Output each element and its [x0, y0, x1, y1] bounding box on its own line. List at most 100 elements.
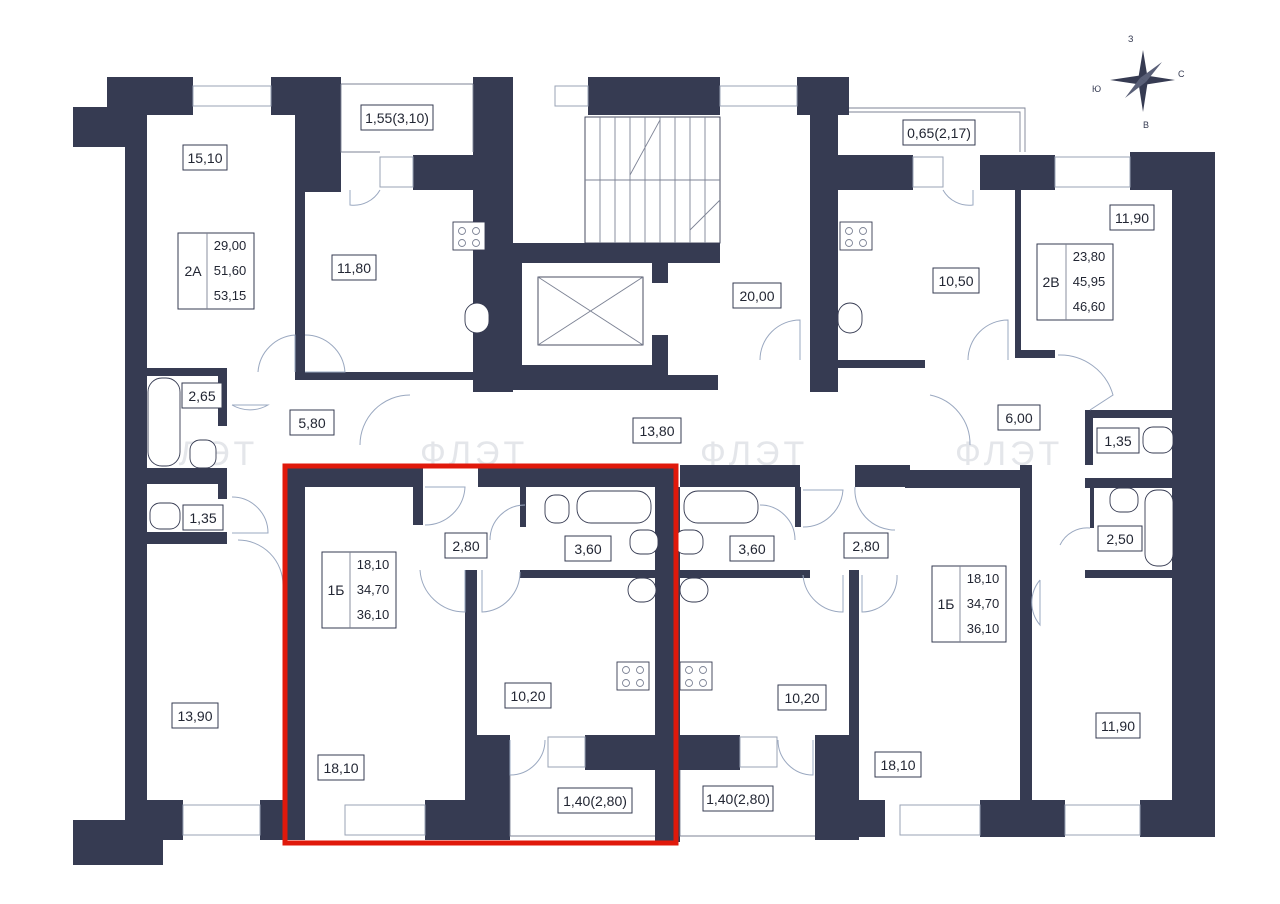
sink-icon: [627, 577, 657, 603]
svg-text:3,60: 3,60: [574, 541, 601, 557]
room-area-label: 5,80: [289, 409, 335, 436]
svg-text:18,10: 18,10: [967, 571, 1000, 586]
svg-text:11,90: 11,90: [1101, 718, 1135, 734]
svg-text:2,50: 2,50: [1106, 531, 1133, 547]
apartment-info-1b-right: 1Б 18,10 34,70 36,10: [931, 565, 1007, 643]
bathtub-icon: [576, 490, 652, 524]
svg-text:0,65(2,17): 0,65(2,17): [907, 125, 971, 141]
svg-text:6,00: 6,00: [1005, 410, 1032, 426]
room-area-label: 3,60: [729, 535, 775, 562]
washbasin-icon: [544, 494, 570, 524]
bathtub-icon: [147, 377, 181, 467]
room-area-label: 11,90: [1109, 204, 1155, 231]
stove-icon: [839, 221, 873, 251]
svg-text:11,80: 11,80: [337, 260, 371, 276]
svg-text:2А: 2А: [184, 263, 202, 279]
svg-text:18,10: 18,10: [357, 557, 390, 572]
svg-text:10,50: 10,50: [938, 273, 973, 289]
svg-text:18,10: 18,10: [880, 757, 915, 773]
svg-text:1,35: 1,35: [189, 510, 216, 526]
apartment-info-1b-left: 1Б 18,10 34,70 36,10: [321, 551, 397, 629]
toilet-icon: [189, 439, 217, 469]
svg-text:1Б: 1Б: [328, 582, 345, 598]
bathtub-icon: [683, 490, 759, 524]
washbasin-icon: [149, 502, 181, 530]
svg-text:1,35: 1,35: [1104, 433, 1131, 449]
svg-text:23,80: 23,80: [1073, 249, 1106, 264]
compass-icon: З С Ю В: [1092, 34, 1185, 130]
svg-text:10,20: 10,20: [784, 690, 819, 706]
svg-text:15,10: 15,10: [187, 150, 222, 166]
room-area-label: 0,65(2,17): [902, 119, 976, 146]
room-area-label: 11,80: [331, 254, 377, 281]
bathtub-icon: [1144, 489, 1174, 567]
svg-text:45,95: 45,95: [1073, 274, 1106, 289]
svg-text:53,15: 53,15: [214, 288, 247, 303]
svg-text:20,00: 20,00: [739, 288, 774, 304]
room-area-label: 10,20: [504, 682, 552, 709]
stove-icon: [679, 661, 713, 691]
room-area-label: 13,80: [632, 417, 682, 444]
svg-text:51,60: 51,60: [214, 263, 247, 278]
stove-icon: [616, 661, 650, 691]
apartment-info-2v: 2В 23,80 45,95 46,60: [1036, 243, 1114, 321]
apartment-info-2a: 2А 29,00 51,60 53,15: [177, 232, 255, 310]
room-area-label: 2,50: [1097, 525, 1143, 552]
svg-text:29,00: 29,00: [214, 238, 247, 253]
fixtures: [147, 116, 1174, 691]
toilet-icon: [629, 529, 659, 555]
room-area-label: 15,10: [182, 144, 228, 171]
svg-text:36,10: 36,10: [967, 621, 1000, 636]
svg-text:34,70: 34,70: [357, 582, 390, 597]
doors: [231, 189, 1114, 776]
svg-text:2В: 2В: [1042, 274, 1059, 290]
room-area-label: 3,60: [564, 535, 612, 562]
room-labels: 15,10 11,80 1,55(3,10) 20,00 0,65(2,17) …: [171, 104, 1155, 814]
svg-text:2,80: 2,80: [852, 538, 879, 554]
washbasin-icon: [1142, 426, 1174, 454]
room-area-label: 1,40(2,80): [702, 785, 774, 812]
compass-west: Ю: [1092, 84, 1101, 94]
svg-text:18,10: 18,10: [323, 760, 358, 776]
room-area-label: 1,55(3,10): [360, 104, 434, 131]
svg-text:1Б: 1Б: [938, 596, 955, 612]
walls: [73, 77, 1215, 865]
svg-text:1,40(2,80): 1,40(2,80): [563, 793, 627, 809]
svg-text:2,65: 2,65: [188, 388, 215, 404]
windows: [182, 85, 1141, 836]
room-area-label: 1,35: [182, 504, 224, 531]
sink-icon: [837, 302, 863, 334]
room-area-label: 1,35: [1096, 427, 1140, 454]
svg-text:5,80: 5,80: [298, 415, 325, 431]
room-area-label: 10,50: [932, 267, 980, 294]
room-area-label: 11,90: [1095, 712, 1141, 739]
svg-text:3,60: 3,60: [738, 541, 765, 557]
room-area-label: 18,10: [317, 754, 365, 781]
toilet-icon: [1109, 487, 1139, 513]
room-area-label: 2,65: [181, 382, 223, 409]
svg-text:10,20: 10,20: [510, 688, 545, 704]
room-area-label: 20,00: [732, 282, 782, 309]
compass-north: З: [1128, 34, 1133, 44]
balconies: [340, 83, 1026, 837]
svg-text:13,80: 13,80: [639, 423, 674, 439]
selected-apartment-outline: [282, 463, 679, 846]
room-area-label: 18,10: [874, 751, 922, 778]
svg-text:46,60: 46,60: [1073, 299, 1106, 314]
toilet-icon: [674, 529, 704, 555]
room-area-label: 2,80: [444, 532, 488, 559]
svg-text:11,90: 11,90: [1115, 210, 1149, 226]
sink-icon: [464, 302, 490, 334]
svg-text:1,55(3,10): 1,55(3,10): [365, 110, 429, 126]
stairs-icon: [584, 116, 721, 244]
svg-text:34,70: 34,70: [967, 596, 1000, 611]
room-area-label: 10,20: [777, 684, 827, 711]
svg-text:2,80: 2,80: [452, 538, 479, 554]
svg-text:ФЛЭТ: ФЛЭТ: [955, 435, 1063, 473]
svg-text:13,90: 13,90: [177, 708, 212, 724]
room-area-label: 6,00: [997, 404, 1041, 431]
svg-text:1,40(2,80): 1,40(2,80): [706, 791, 770, 807]
sink-icon: [679, 577, 709, 603]
svg-text:36,10: 36,10: [357, 607, 390, 622]
